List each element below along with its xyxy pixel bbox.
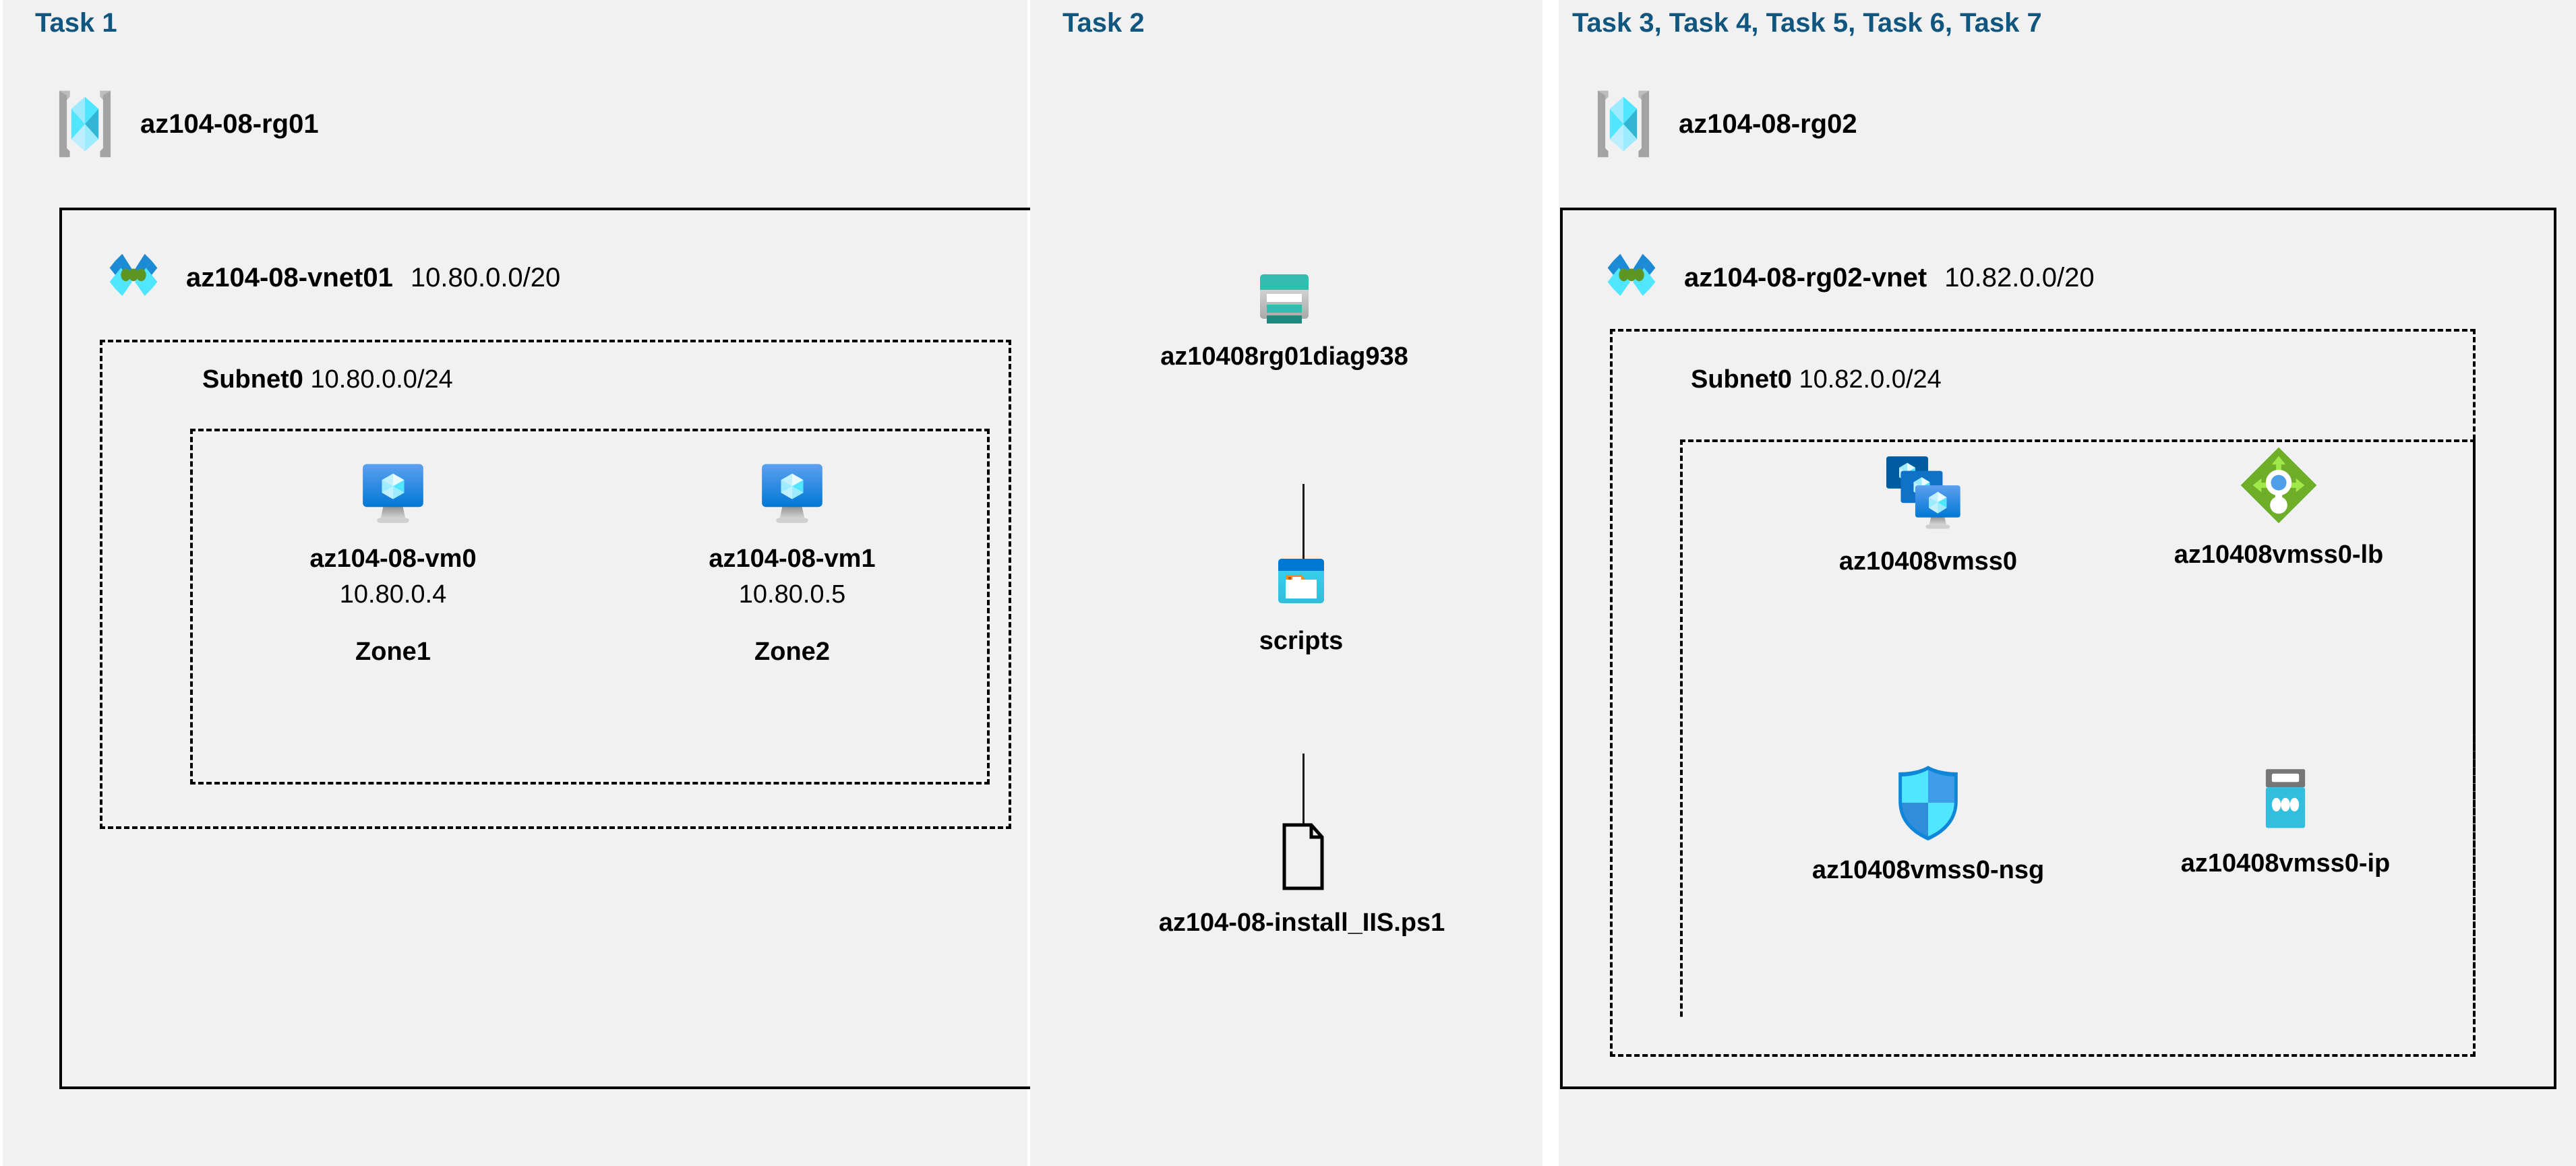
storage-account-icon: [1251, 263, 1318, 330]
connector-storage-to-container: [1302, 484, 1305, 565]
task3to7-vnet-cidr: 10.82.0.0/20: [1944, 262, 2095, 293]
task1-vnet-header: az104-08-vnet01 10.80.0.0/20: [98, 243, 560, 313]
task3to7-resource-group-box: [1680, 439, 2476, 1019]
task3to7-load-balancer-name: az10408vmss0-lb: [2174, 541, 2384, 569]
task1-vm1-name: az104-08-vm1: [709, 545, 876, 573]
file-icon: [1268, 818, 1336, 896]
task1-subnet-box: [100, 340, 1011, 829]
task1-vm-group-box: [190, 429, 990, 785]
task1-vm0-zone: Zone1: [355, 638, 431, 666]
task3to7-resource-group-label: az104-08-rg02: [1679, 109, 1857, 139]
task1-vm0-ip: 10.80.0.4: [339, 580, 447, 609]
task1-vnet-name: az104-08-vnet01: [186, 262, 393, 293]
task3to7-subnet-cidr: 10.82.0.0/24: [1799, 365, 1942, 394]
task3to7-vnet-box: [1560, 208, 2556, 1089]
task2-title: Task 2: [1062, 8, 1145, 38]
task3to7-nsg-name: az10408vmss0-nsg: [1811, 856, 2045, 884]
panel-task3to7-background: [1559, 0, 2576, 1166]
task3to7-vmss-name: az10408vmss0: [1838, 547, 2018, 576]
task2-blob-container-name: scripts: [1259, 627, 1344, 655]
task3to7-vnet-header: az104-08-rg02-vnet 10.82.0.0/20: [1596, 243, 2095, 313]
task3to7-node-vmss[interactable]: az10408vmss0: [1787, 452, 2070, 576]
load-balancer-icon: [2236, 442, 2322, 528]
task2-node-storage-account[interactable]: az10408rg01diag938: [1116, 263, 1453, 371]
task2-storage-account-name: az10408rg01diag938: [1160, 342, 1408, 371]
task1-subnet-name: Subnet0: [202, 365, 303, 394]
resource-group-icon: [47, 86, 123, 162]
task3to7-node-nsg[interactable]: az10408vmss0-nsg: [1766, 762, 2090, 885]
task3to7-subnet-label: Subnet0 10.82.0.0/24: [1691, 365, 1942, 394]
network-security-group-icon: [1890, 762, 1966, 844]
task1-subnet-label: Subnet0 10.80.0.0/24: [202, 365, 453, 394]
task3to7-title: Task 3, Task 4, Task 5, Task 6, Task 7: [1572, 8, 2042, 38]
task3to7-public-ip-name: az10408vmss0-ip: [2180, 849, 2391, 878]
task2-node-script-file[interactable]: az104-08-install_IIS.ps1: [1130, 818, 1474, 938]
task3to7-vnet-name: az104-08-rg02-vnet: [1684, 262, 1927, 293]
virtual-network-icon: [1596, 243, 1667, 313]
resource-group-icon: [1586, 86, 1661, 162]
task1-vm1-ip: 10.80.0.5: [738, 580, 846, 609]
task3to7-node-load-balancer[interactable]: az10408vmss0-lb: [2130, 442, 2427, 570]
blob-container-icon: [1267, 547, 1335, 615]
vm-scale-set-icon: [1881, 452, 1975, 535]
task1-node-vm1[interactable]: az104-08-vm1 10.80.0.5 Zone2: [681, 453, 903, 667]
task1-node-vm0[interactable]: az104-08-vm0 10.80.0.4 Zone1: [282, 453, 504, 667]
task3to7-resource-group: az104-08-rg02: [1586, 86, 1857, 162]
task1-vnet-cidr: 10.80.0.0/20: [410, 262, 561, 293]
task1-resource-group-label: az104-08-rg01: [140, 109, 319, 139]
public-ip-address-icon: [2250, 762, 2321, 837]
task2-script-file-name: az104-08-install_IIS.ps1: [1158, 909, 1445, 937]
task2-node-blob-container[interactable]: scripts: [1133, 547, 1470, 656]
task1-resource-group: az104-08-rg01: [47, 86, 319, 162]
virtual-network-icon: [98, 243, 169, 313]
task1-vm0-name: az104-08-vm0: [309, 545, 477, 573]
task1-subnet-cidr: 10.80.0.0/24: [310, 365, 453, 394]
task1-vm1-zone: Zone2: [754, 638, 830, 666]
task1-title: Task 1: [35, 8, 117, 38]
virtual-machine-icon: [752, 453, 832, 532]
task3to7-subnet-name: Subnet0: [1691, 365, 1792, 394]
connector-container-to-file: [1302, 754, 1305, 828]
panel-task1-background: [3, 0, 1027, 1166]
task3to7-node-public-ip[interactable]: az10408vmss0-ip: [2151, 762, 2420, 878]
virtual-machine-icon: [353, 453, 433, 532]
